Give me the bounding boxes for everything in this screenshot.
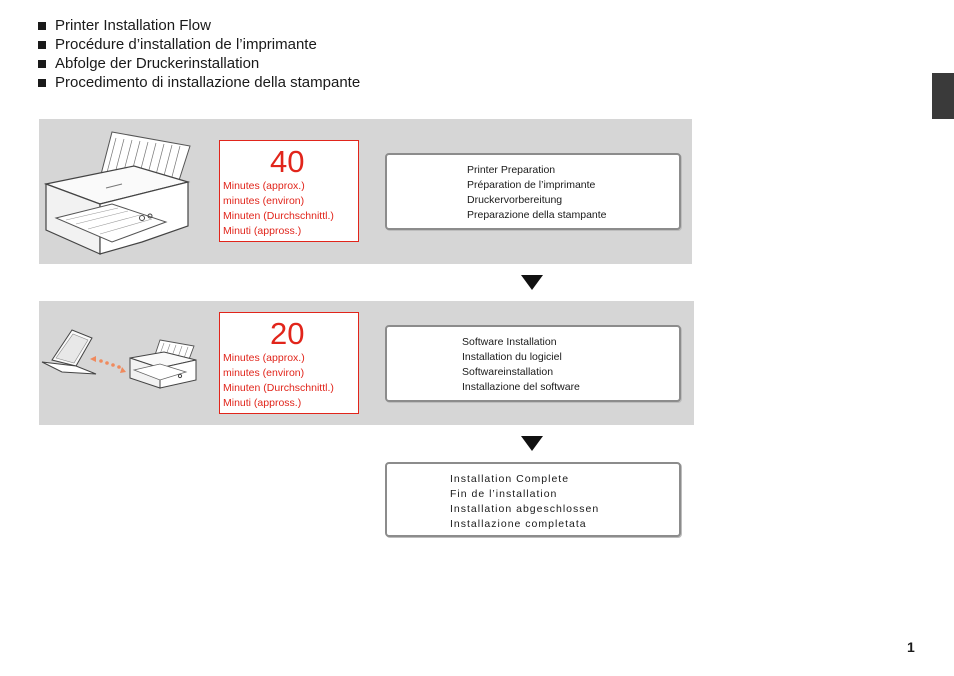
time-units: Minutes (approx.) minutes (environ) Minu… [223, 179, 334, 239]
heading-en: Printer Installation Flow [38, 16, 360, 35]
time-unit-fr: minutes (environ) [223, 195, 305, 207]
square-bullet-icon [38, 59, 46, 68]
step-label-de: Druckervorbereitung [467, 194, 563, 206]
step-label-it: Installazione del software [462, 381, 580, 393]
square-bullet-icon [38, 78, 46, 87]
step-label-en: Installation Complete [450, 473, 570, 485]
time-value: 40 [270, 144, 305, 179]
down-arrow-icon [521, 436, 543, 451]
down-arrow-icon [521, 275, 543, 290]
heading-fr: Procédure d’installation de l’imprimante [38, 35, 360, 54]
step-label-fr: Préparation de l’imprimante [467, 179, 596, 191]
step-label-fr: Fin de l’installation [450, 488, 558, 500]
heading-list: Printer Installation Flow Procédure d’in… [38, 16, 360, 92]
time-unit-it: Minuti (appross.) [223, 397, 302, 409]
time-unit-fr: minutes (environ) [223, 367, 305, 379]
page-number: 1 [907, 639, 915, 655]
heading-text: Abfolge der Druckerinstallation [55, 55, 260, 72]
square-bullet-icon [38, 21, 46, 30]
step-software-installation: Software Installation Installation du lo… [385, 325, 681, 402]
time-unit-de: Minuten (Durchschnittl.) [223, 210, 334, 222]
time-units: Minutes (approx.) minutes (environ) Minu… [223, 351, 334, 411]
step-label-de: Installation abgeschlossen [450, 503, 600, 515]
printer-illustration [43, 131, 191, 255]
time-unit-en: Minutes (approx.) [223, 352, 305, 364]
time-value: 20 [270, 316, 305, 351]
section-tab-marker [932, 73, 954, 119]
step-installation-complete: Installation Complete Fin de l’installat… [385, 462, 681, 537]
square-bullet-icon [38, 40, 46, 49]
time-unit-it: Minuti (appross.) [223, 225, 302, 237]
heading-de: Abfolge der Druckerinstallation [38, 54, 360, 73]
time-estimate-1: 40 Minutes (approx.) minutes (environ) M… [219, 140, 359, 242]
heading-it: Procedimento di installazione della stam… [38, 73, 360, 92]
laptop-to-printer-illustration [41, 329, 197, 389]
step-labels: Installation Complete Fin de l’installat… [450, 472, 599, 532]
step-label-en: Printer Preparation [467, 164, 556, 176]
time-estimate-2: 20 Minutes (approx.) minutes (environ) M… [219, 312, 359, 414]
step-printer-preparation: Printer Preparation Préparation de l’imp… [385, 153, 681, 230]
time-unit-de: Minuten (Durchschnittl.) [223, 382, 334, 394]
step-label-fr: Installation du logiciel [462, 351, 562, 363]
step-label-en: Software Installation [462, 336, 557, 348]
heading-text: Printer Installation Flow [55, 17, 211, 34]
step-labels: Software Installation Installation du lo… [462, 335, 580, 395]
step-labels: Printer Preparation Préparation de l’imp… [467, 163, 607, 223]
step-label-it: Installazione completata [450, 518, 587, 530]
time-unit-en: Minutes (approx.) [223, 180, 305, 192]
step-label-de: Softwareinstallation [462, 366, 554, 378]
heading-text: Procédure d’installation de l’imprimante [55, 36, 317, 53]
heading-text: Procedimento di installazione della stam… [55, 74, 361, 91]
step-label-it: Preparazione della stampante [467, 209, 607, 221]
